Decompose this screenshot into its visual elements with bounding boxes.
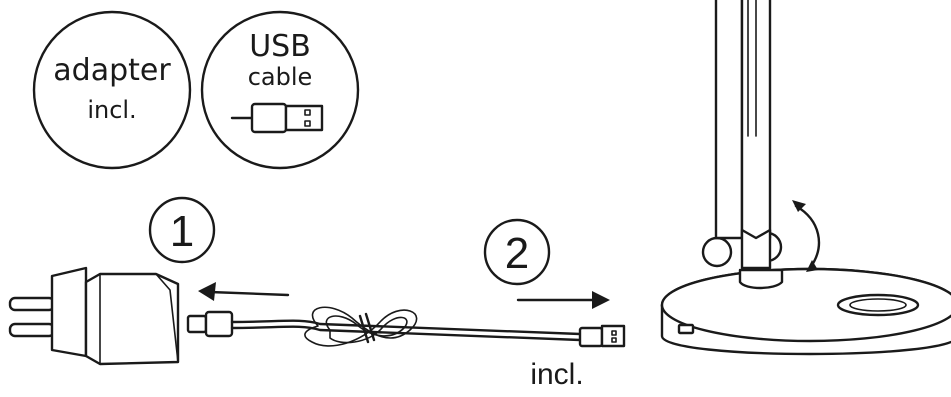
adapter-badge-title: adapter	[53, 53, 171, 88]
usb-port-icon	[677, 323, 695, 335]
cable-included-caption: incl.	[530, 358, 583, 391]
adapter-badge-circle	[32, 10, 192, 170]
power-adapter-illustration	[8, 266, 180, 366]
adapter-included-badge: adapter incl.	[32, 10, 192, 170]
step-2-number: 2	[505, 229, 529, 278]
arrow-left-icon	[198, 282, 290, 301]
rotation-arrow-icon	[792, 200, 821, 272]
usb-badge-title: USB	[249, 29, 311, 64]
step-1-number: 1	[170, 207, 194, 256]
step-1-marker: 1	[148, 196, 216, 264]
desk-lamp-illustration	[660, 0, 951, 356]
step-2-marker: 2	[483, 218, 551, 286]
usb-badge-circle	[200, 10, 360, 170]
usb-badge-subtitle: cable	[248, 63, 313, 91]
usb-cable-badge: USB cable	[200, 10, 360, 170]
adapter-badge-subtitle: incl.	[87, 96, 136, 124]
usb-cable-illustration	[186, 306, 626, 348]
usb-plug-icon	[230, 102, 324, 134]
arrow-right-icon	[516, 291, 610, 309]
